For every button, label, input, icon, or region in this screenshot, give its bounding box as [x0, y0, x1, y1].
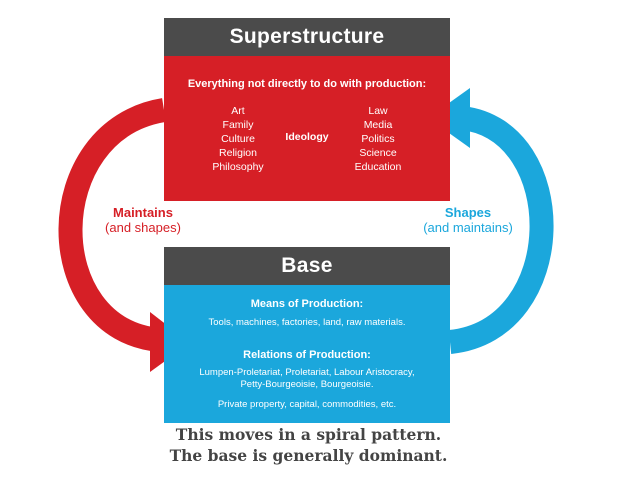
maintains-subtext: (and shapes) — [105, 220, 181, 235]
list-item: Education — [354, 161, 402, 173]
list-item: Media — [363, 119, 393, 131]
shapes-label: Shapes (and maintains) — [413, 205, 523, 235]
list-item: Art — [231, 105, 245, 117]
relations-line-1: Lumpen-Proletariat, Proletariat, Labour … — [199, 367, 415, 378]
base-block: Base Means of Production: Tools, machine… — [164, 247, 450, 423]
shapes-subtext: (and maintains) — [423, 220, 513, 235]
list-item: Philosophy — [212, 161, 264, 173]
list-item: Law — [368, 105, 388, 117]
base-title: Base — [164, 247, 450, 285]
ideology-label: Ideology — [285, 131, 329, 143]
list-item: Science — [359, 147, 397, 159]
caption-line-1: This moves in a spiral pattern. — [175, 425, 442, 444]
maintains-text: Maintains — [113, 205, 173, 220]
means-heading: Means of Production: — [250, 298, 364, 310]
means-text: Tools, machines, factories, land, raw ma… — [208, 317, 406, 328]
maintains-arrow — [58, 98, 167, 352]
superstructure-right-list: Law Media Politics Science Education — [342, 104, 414, 174]
property-text: Private property, capital, commodities, … — [217, 399, 397, 410]
caption-line-2: The base is generally dominant. — [169, 446, 448, 465]
superstructure-left-list: Art Family Culture Religion Philosophy — [202, 104, 274, 174]
shapes-text: Shapes — [444, 205, 492, 220]
list-item: Culture — [221, 133, 255, 145]
relations-line-2: Petty-Bourgeoisie, Bourgeoisie. — [240, 379, 374, 390]
maintains-label: Maintains (and shapes) — [88, 205, 198, 235]
caption: This moves in a spiral pattern. The base… — [0, 424, 617, 466]
superstructure-block: Superstructure Everything not directly t… — [164, 18, 450, 201]
superstructure-subtitle: Everything not directly to do with produ… — [187, 78, 427, 90]
list-item: Religion — [219, 147, 257, 159]
shapes-arrow — [448, 106, 554, 354]
superstructure-title: Superstructure — [164, 18, 450, 56]
list-item: Politics — [361, 133, 395, 145]
relations-heading: Relations of Production: — [243, 349, 371, 361]
list-item: Family — [222, 119, 254, 131]
base-body: Means of Production: Tools, machines, fa… — [164, 285, 450, 423]
superstructure-body: Everything not directly to do with produ… — [164, 56, 450, 201]
